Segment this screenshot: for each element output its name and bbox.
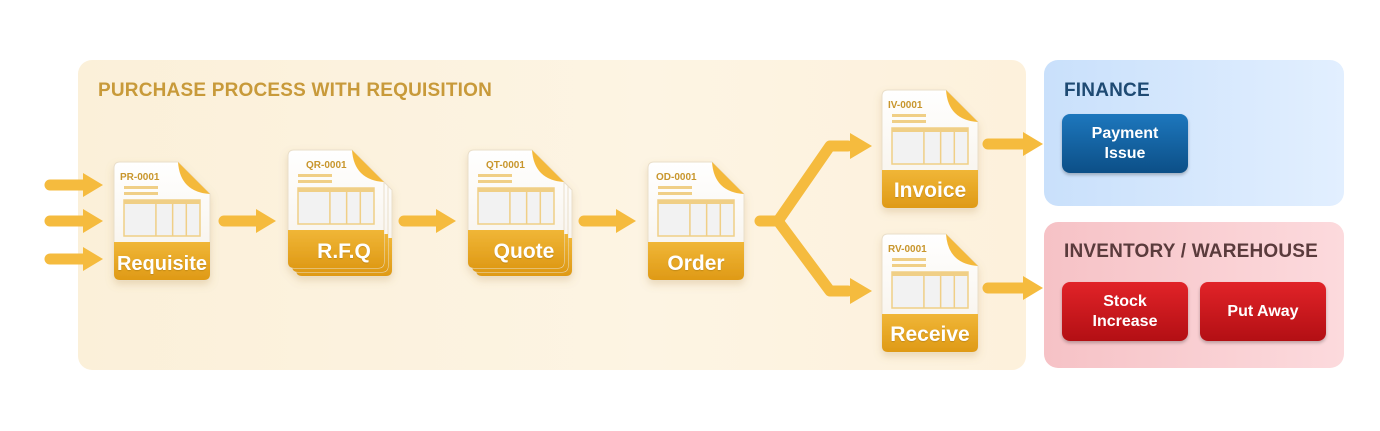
quote-to-order-arrow: [578, 209, 636, 233]
purchase-process-title: PURCHASE PROCESS WITH REQUISITION: [98, 80, 493, 101]
invoice-document-icon: [881, 89, 979, 209]
order-doc-number: OD-0001: [656, 172, 697, 183]
invoice-to-finance-arrow: [982, 132, 1043, 156]
requisite-document-icon: [113, 161, 211, 281]
input-arrow-1: [44, 173, 103, 197]
order-fork-arrow: [754, 133, 872, 304]
requisite-doc-number: PR-0001: [120, 172, 160, 183]
rfq-to-quote-arrow: [398, 209, 456, 233]
quote-doc-number: QT-0001: [486, 160, 525, 171]
put-away-button[interactable]: Put Away: [1200, 282, 1326, 341]
rfq-doc-label: R.F.Q: [317, 240, 371, 263]
invoice-doc-number: IV-0001: [888, 100, 923, 111]
invoice-doc-label: Invoice: [893, 179, 967, 202]
stock-increase-button[interactable]: Stock Increase: [1062, 282, 1188, 341]
arrows-layer: [44, 132, 1043, 304]
documents-layer: [113, 89, 979, 353]
requisite-to-rfq-arrow: [218, 209, 276, 233]
rfq-document-icon: [287, 149, 393, 277]
order-doc-label: Order: [667, 252, 725, 275]
quote-doc-label: Quote: [493, 240, 555, 263]
input-arrow-2: [44, 209, 103, 233]
receive-doc-label: Receive: [890, 323, 970, 346]
receive-document-icon: [881, 233, 979, 353]
finance-title: FINANCE: [1064, 80, 1150, 101]
rfq-doc-number: QR-0001: [306, 160, 347, 171]
quote-document-icon: [467, 149, 573, 277]
inventory-title: INVENTORY / WAREHOUSE: [1064, 241, 1319, 262]
payment-issue-button[interactable]: Payment Issue: [1062, 114, 1188, 173]
order-document-icon: [647, 161, 745, 281]
input-arrow-3: [44, 247, 103, 271]
receive-doc-number: RV-0001: [888, 244, 927, 255]
receive-to-inventory-arrow: [982, 276, 1043, 300]
requisite-doc-label: Requisite: [116, 253, 208, 275]
